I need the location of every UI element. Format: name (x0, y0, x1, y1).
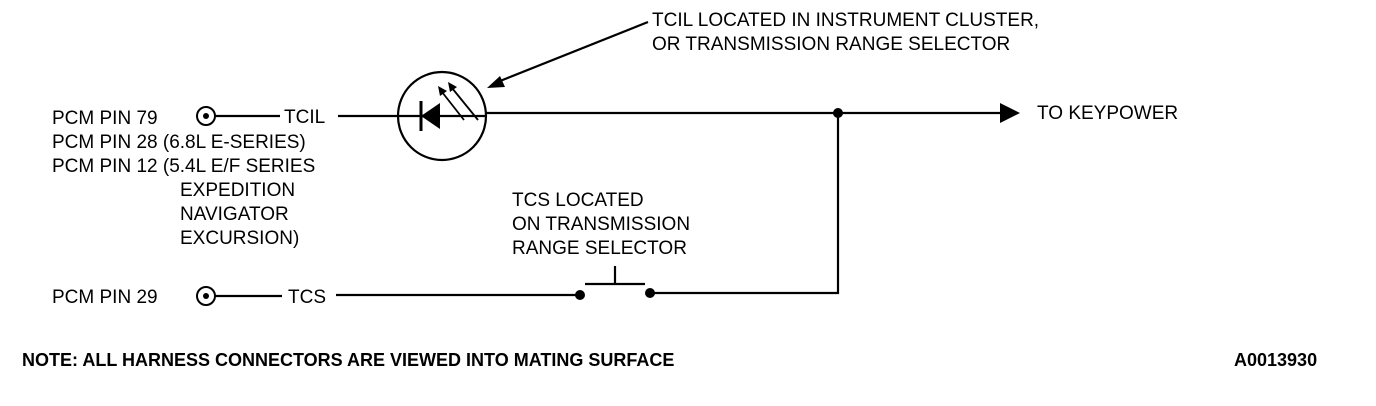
pin-label-navigator: NAVIGATOR (180, 204, 289, 225)
keypower-label: TO KEYPOWER (1037, 103, 1178, 124)
tcil-callout-leader (487, 20, 649, 88)
tcil-callout-line-2: OR TRANSMISSION RANGE SELECTOR (652, 34, 1010, 55)
tcil-wire-label: TCIL (284, 107, 325, 128)
tcil-lamp-icon (396, 70, 488, 162)
tcs-connector-symbol (196, 286, 216, 306)
pin-label-12: PCM PIN 12 (5.4L E/F SERIES (52, 156, 315, 177)
tcs-switch-icon (575, 266, 655, 300)
pin-label-expedition: EXPEDITION (180, 180, 295, 201)
figure-id: A0013930 (1234, 350, 1317, 370)
keypower-arrow-icon (1000, 103, 1020, 123)
tcil-connector-symbol (196, 106, 216, 126)
tcs-callout-line-3: RANGE SELECTOR (512, 238, 687, 259)
tcil-callout-line-1: TCIL LOCATED IN INSTRUMENT CLUSTER, (652, 10, 1039, 31)
splice-to-switch-wire (650, 113, 840, 295)
pin-label-excursion: EXCURSION) (180, 228, 299, 249)
tcs-pin-label: PCM PIN 29 (52, 287, 158, 308)
footer-note: NOTE: ALL HARNESS CONNECTORS ARE VIEWED … (22, 350, 674, 370)
tcs-callout-line-2: ON TRANSMISSION (512, 214, 690, 235)
tcs-wire-label: TCS (288, 287, 326, 308)
pin-label-28: PCM PIN 28 (6.8L E-SERIES) (52, 132, 306, 153)
tcs-callout-line-1: TCS LOCATED (512, 190, 644, 211)
tcil-pin-labels: PCM PIN 79 PCM PIN 28 (6.8L E-SERIES) PC… (52, 108, 315, 249)
tcs-location-callout: TCS LOCATED ON TRANSMISSION RANGE SELECT… (512, 190, 690, 259)
pin-label-79: PCM PIN 79 (52, 108, 158, 129)
tcil-location-callout: TCIL LOCATED IN INSTRUMENT CLUSTER, OR T… (652, 10, 1039, 55)
